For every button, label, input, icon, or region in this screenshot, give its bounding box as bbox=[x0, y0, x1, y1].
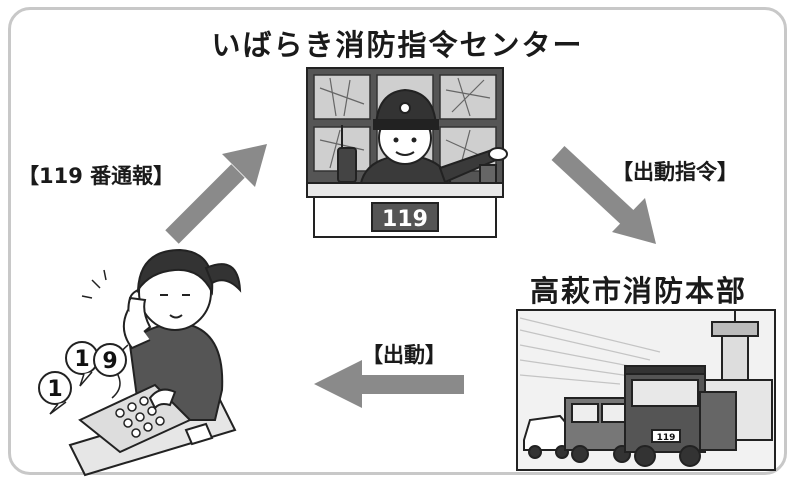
caller-bubble-2: 1 bbox=[74, 347, 89, 372]
arrow-report bbox=[165, 144, 267, 244]
dispatch-order-label: 【出動指令】 bbox=[612, 160, 738, 184]
emergency-call-label: 【119 番通報】 bbox=[18, 164, 175, 188]
arrow-order bbox=[551, 146, 656, 244]
fire-hq-title: 高萩市消防本部 bbox=[530, 274, 748, 308]
fire-hq-illustration bbox=[516, 309, 776, 471]
command-center-illustration bbox=[306, 67, 508, 238]
caller-illustration bbox=[38, 248, 242, 477]
dispatch-label: 【出動】 bbox=[362, 343, 446, 367]
truck-plate: 119 bbox=[657, 433, 676, 443]
caller-bubble-1: 1 bbox=[47, 377, 62, 402]
arrow-dispatch bbox=[314, 360, 464, 408]
caller-bubble-3: 9 bbox=[102, 349, 117, 374]
desk-number: 119 bbox=[382, 207, 428, 232]
command-center-title: いばらき消防指令センター bbox=[211, 28, 584, 62]
